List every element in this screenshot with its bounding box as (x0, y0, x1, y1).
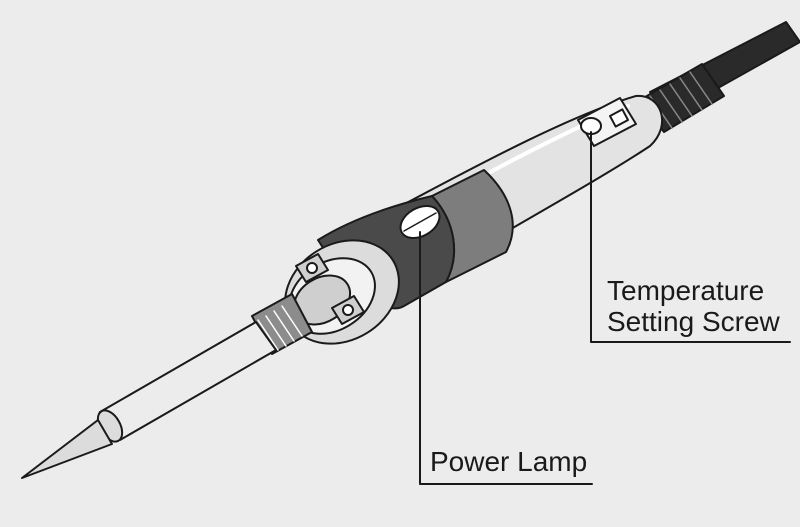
temperature-setting-screw (577, 97, 637, 147)
callout-power-lamp (419, 231, 593, 485)
temperature-setting-screw-label-line-1: Temperature (607, 275, 765, 306)
collar-screw-bottom (331, 295, 365, 325)
callout-temperature-setting-screw (590, 131, 791, 343)
power-lamp-window (399, 204, 441, 240)
collar-screw-top (295, 253, 329, 283)
power-lamp-label: Power Lamp (430, 446, 588, 477)
temperature-setting-screw-label-line-2: Setting Screw (607, 306, 780, 338)
tip-barrel (96, 321, 277, 443)
soldering-tip (21, 419, 113, 479)
temperature-setting-screw-label: Temperature Setting Screw (607, 275, 780, 338)
